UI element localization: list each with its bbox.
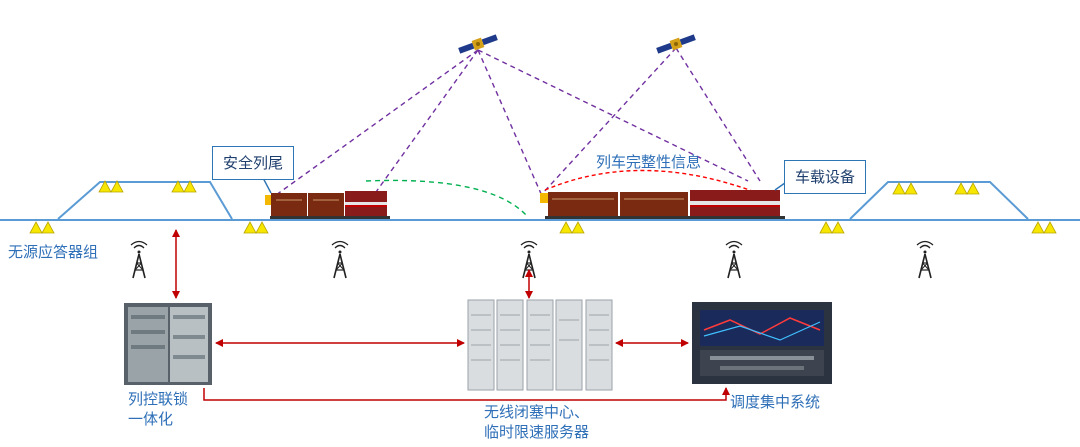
rbc-label-line2: 临时限速服务器	[484, 423, 590, 441]
satellite-icon	[656, 34, 696, 54]
antenna-icon	[916, 240, 934, 279]
antenna-icon	[725, 240, 743, 279]
interlock-label-line1: 列控联锁	[128, 390, 189, 408]
satellite-links	[275, 47, 761, 197]
balise-group-label: 无源应答器组	[8, 243, 99, 261]
train-left	[265, 191, 390, 219]
track-hump-left	[57, 181, 233, 220]
antenna-icon	[331, 240, 349, 279]
integrity-link	[544, 169, 756, 193]
wireless-link	[365, 179, 528, 217]
onboard-equipment-callout: 车载设备	[784, 160, 867, 194]
dispatch-label: 调度集中系统	[730, 393, 821, 411]
safe-tail-callout: 安全列尾	[212, 146, 295, 180]
train-right	[540, 190, 785, 219]
antenna-icon	[130, 240, 148, 279]
rbc-server-racks-image	[467, 299, 613, 391]
integrity-info-label: 列车完整性信息	[596, 153, 702, 171]
track-hump-right	[849, 181, 1029, 220]
balise-group-icons	[29, 180, 1057, 234]
dispatch-center-image	[692, 302, 832, 384]
network-links	[172, 229, 730, 401]
rbc-label-line1: 无线闭塞中心、	[484, 403, 590, 421]
interlocking-cabinet-image	[124, 303, 212, 385]
interlock-label-line2: 一体化	[128, 410, 174, 428]
